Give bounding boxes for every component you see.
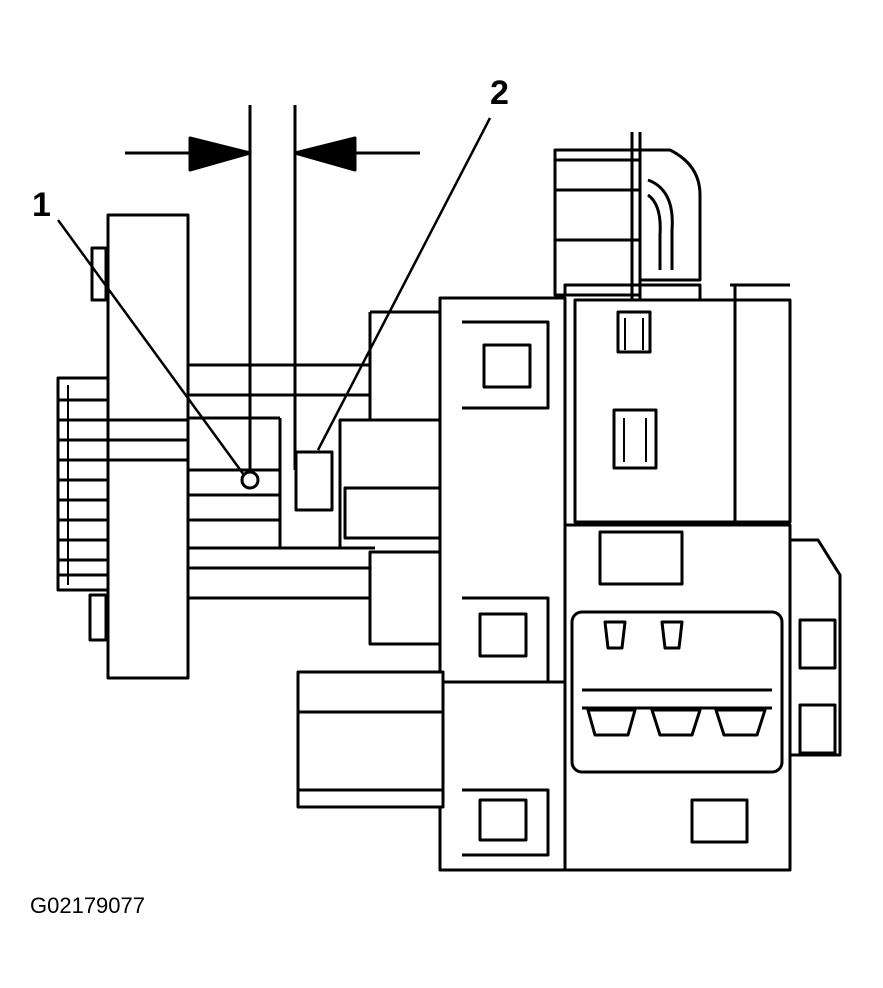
- top-connector: [555, 132, 700, 300]
- upper-right-block: [575, 285, 790, 522]
- callout-2-pointer: [296, 118, 490, 510]
- callout-label-2: 2: [490, 74, 509, 112]
- alignment-window: [296, 452, 332, 510]
- lower-plug: [298, 672, 443, 807]
- dimension-arrow-right: [295, 138, 355, 170]
- callout-label-1: 1: [32, 186, 51, 224]
- dimension-arrow-left: [190, 138, 250, 170]
- callout-1-pointer: [58, 220, 258, 488]
- clearance-dimension: [125, 105, 420, 470]
- alignment-pin: [242, 472, 258, 488]
- lower-right-connector: [565, 525, 840, 870]
- connector-body: [440, 298, 565, 870]
- left-hub: [58, 215, 188, 678]
- figure-id: G02179077: [30, 893, 145, 918]
